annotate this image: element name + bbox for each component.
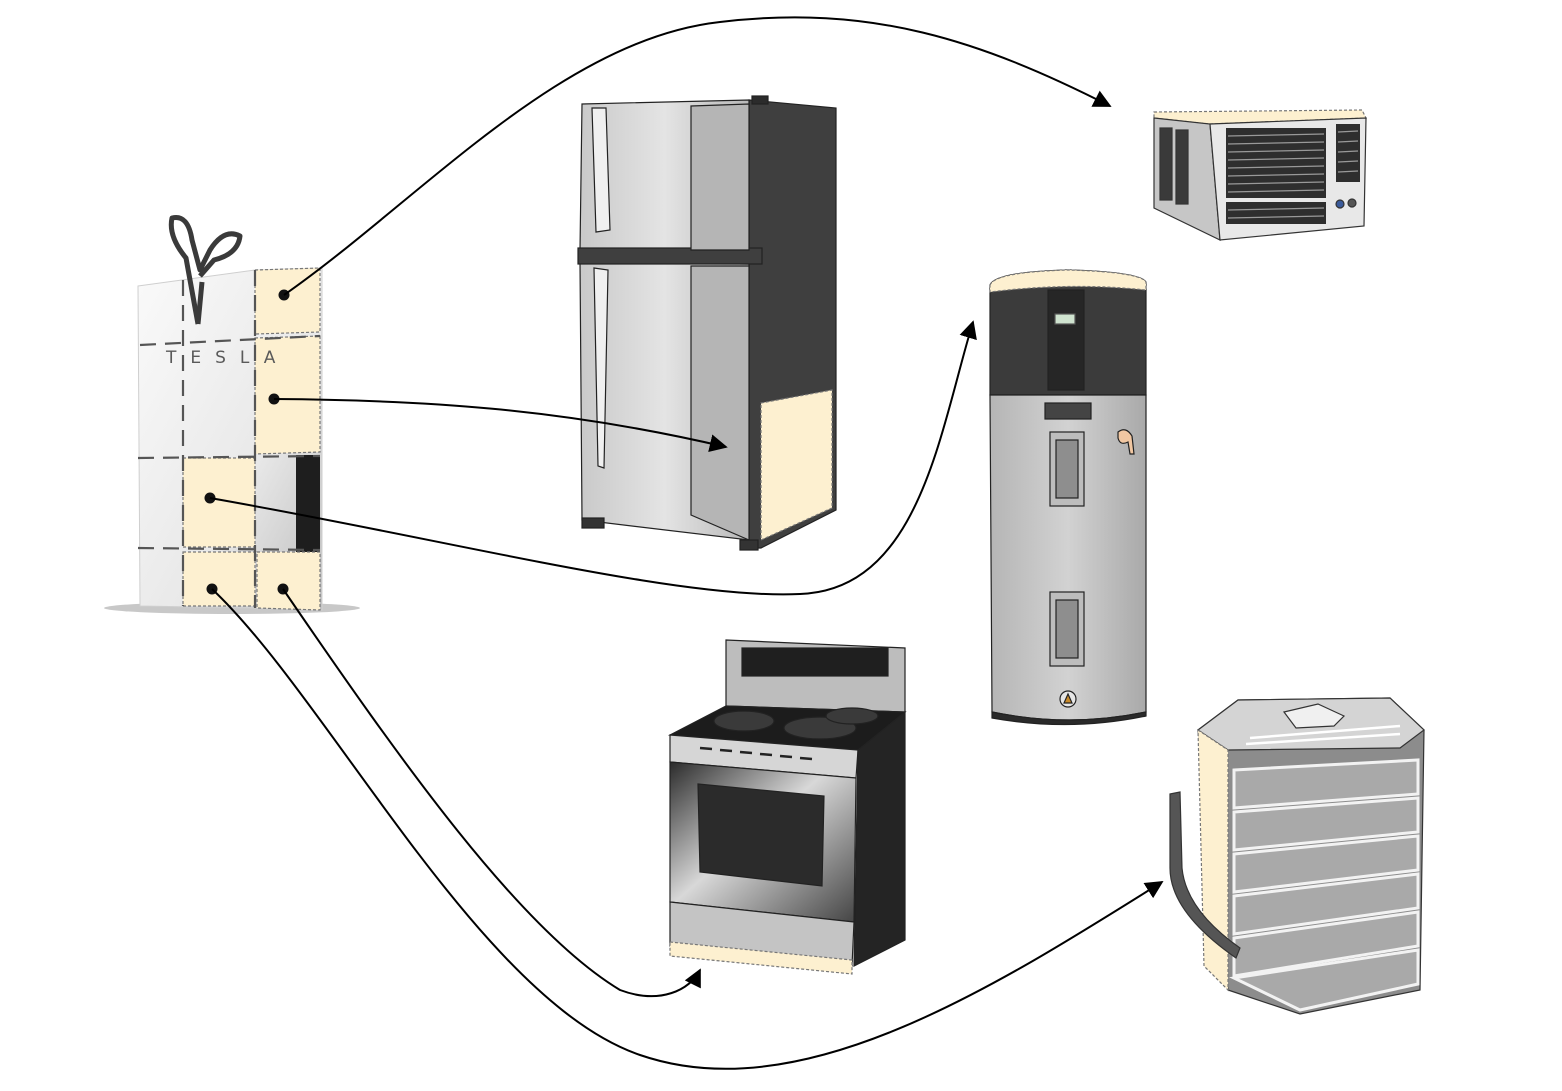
battery-brand-label: TESLA bbox=[165, 348, 289, 368]
battery-slice-3 bbox=[182, 457, 256, 548]
battery-pack: TESLA bbox=[104, 214, 360, 614]
refrigerator-icon bbox=[577, 95, 837, 551]
electric-range-icon bbox=[667, 639, 907, 975]
cut-guides bbox=[137, 270, 321, 608]
arrow-to-water-heater bbox=[209, 320, 977, 596]
heat-pump-water-heater-icon bbox=[989, 269, 1147, 726]
window-air-conditioner-icon bbox=[1153, 109, 1367, 242]
battery-slice-1 bbox=[254, 267, 321, 335]
arrow-to-stove bbox=[282, 588, 701, 998]
connection-arrows bbox=[209, 16, 1164, 1070]
battery-slice-5 bbox=[256, 551, 321, 611]
scissors-icon bbox=[168, 214, 243, 325]
outdoor-heat-pump-icon bbox=[1169, 697, 1425, 1015]
arrow-to-heat-pump bbox=[211, 588, 1164, 1070]
arrow-to-refrigerator bbox=[273, 398, 728, 453]
battery-slice-2 bbox=[254, 335, 321, 455]
battery-slices bbox=[182, 267, 321, 611]
battery-slice-4 bbox=[182, 551, 256, 607]
arrow-to-window-ac bbox=[283, 16, 1112, 296]
